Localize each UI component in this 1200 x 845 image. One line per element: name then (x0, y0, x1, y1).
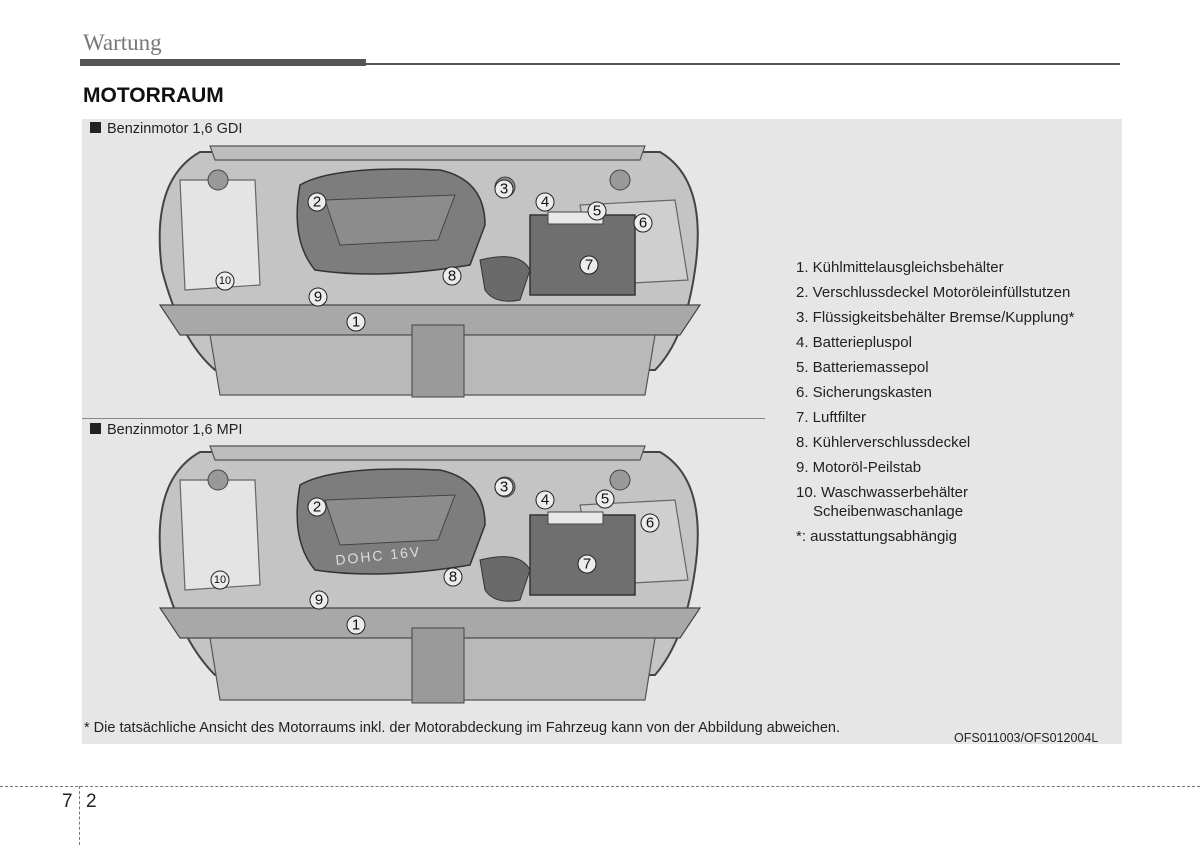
callout-3: 3 (494, 477, 514, 497)
callout-10: 10 (210, 570, 230, 590)
engine-bay-illustration-mpi: DOHC 16V 1 2 3 4 5 6 7 8 9 10 (158, 445, 702, 704)
svg-text:4: 4 (541, 194, 549, 211)
svg-text:6: 6 (639, 215, 647, 232)
svg-text:9: 9 (314, 289, 322, 306)
legend-item: 3. Flüssigkeitsbehälter Bremse/Kupplung* (796, 309, 1075, 326)
legend-item: 6. Sicherungskasten (796, 384, 932, 401)
engine-bay-illustration-gdi: 1 2 3 4 5 6 7 8 9 10 (158, 145, 702, 398)
legend-item: 8. Kühlerverschlussdeckel (796, 434, 971, 451)
legend-item: 5. Batteriemassepol (796, 359, 929, 376)
section-title: Wartung (83, 30, 162, 55)
legend-item: 7. Luftfilter (796, 409, 867, 426)
callout-7: 7 (579, 255, 599, 275)
callout-10: 10 (215, 271, 235, 291)
callout-7: 7 (577, 554, 597, 574)
callout-3: 3 (494, 179, 514, 199)
header-rule (80, 63, 1120, 65)
callout-5: 5 (587, 201, 607, 221)
callout-6: 6 (633, 213, 653, 233)
svg-text:2: 2 (313, 194, 321, 211)
svg-text:8: 8 (449, 569, 457, 586)
chapter-number: 7 (62, 791, 73, 812)
callout-1: 1 (346, 615, 366, 635)
svg-text:10: 10 (214, 574, 226, 586)
callout-4: 4 (535, 490, 555, 510)
svg-text:2: 2 (313, 499, 321, 516)
figure-caption-gdi: Benzinmotor 1,6 GDI (90, 121, 242, 137)
svg-text:9: 9 (315, 592, 323, 609)
svg-text:1: 1 (352, 314, 360, 331)
svg-text:3: 3 (500, 181, 508, 198)
svg-text:3: 3 (500, 479, 508, 496)
footer-dashed-separator (79, 786, 80, 845)
svg-text:1: 1 (352, 617, 360, 634)
bullet-square-icon (90, 122, 101, 133)
callout-4: 4 (535, 192, 555, 212)
svg-text:8: 8 (448, 268, 456, 285)
callout-2: 2 (307, 192, 327, 212)
callout-6: 6 (640, 513, 660, 533)
figure-divider (82, 418, 765, 419)
legend-item-10: 10. Waschwasserbehälter Scheibenwaschanl… (796, 484, 969, 520)
bullet-square-icon (90, 423, 101, 434)
legend-item: 1. Kühlmittelausgleichsbehälter (796, 259, 1004, 276)
legend-footnote: *: ausstattungsabhängig (796, 528, 957, 545)
svg-text:6: 6 (646, 515, 654, 532)
legend-item: 4. Batteriepluspol (796, 334, 912, 351)
page-title: MOTORRAUM (83, 84, 224, 107)
callout-9: 9 (309, 590, 329, 610)
disclaimer-note: * Die tatsächliche Ansicht des Motorraum… (84, 720, 841, 736)
svg-text:5: 5 (601, 491, 609, 508)
header-rule-thick (80, 59, 366, 66)
callout-8: 8 (443, 567, 463, 587)
image-code: OFS011003/OFS012004L (954, 731, 1099, 745)
callout-2: 2 (307, 497, 327, 517)
figure-caption-mpi: Benzinmotor 1,6 MPI (90, 422, 242, 438)
page-number: 2 (86, 791, 97, 812)
svg-text:7: 7 (585, 257, 593, 274)
svg-text:5: 5 (593, 203, 601, 220)
callout-9: 9 (308, 287, 328, 307)
legend-item: 2. Verschlussdeckel Motoröleinfüllstutze… (796, 284, 1071, 301)
svg-text:7: 7 (583, 556, 591, 573)
svg-text:4: 4 (541, 492, 549, 509)
component-legend: 1. Kühlmittelausgleichsbehälter 2. Versc… (796, 255, 1074, 549)
callout-1: 1 (346, 312, 366, 332)
footer-dashed-rule (0, 786, 1200, 787)
legend-item: 9. Motoröl-Peilstab (796, 459, 922, 476)
callout-8: 8 (442, 266, 462, 286)
svg-text:10: 10 (219, 275, 231, 287)
callout-5: 5 (595, 489, 615, 509)
